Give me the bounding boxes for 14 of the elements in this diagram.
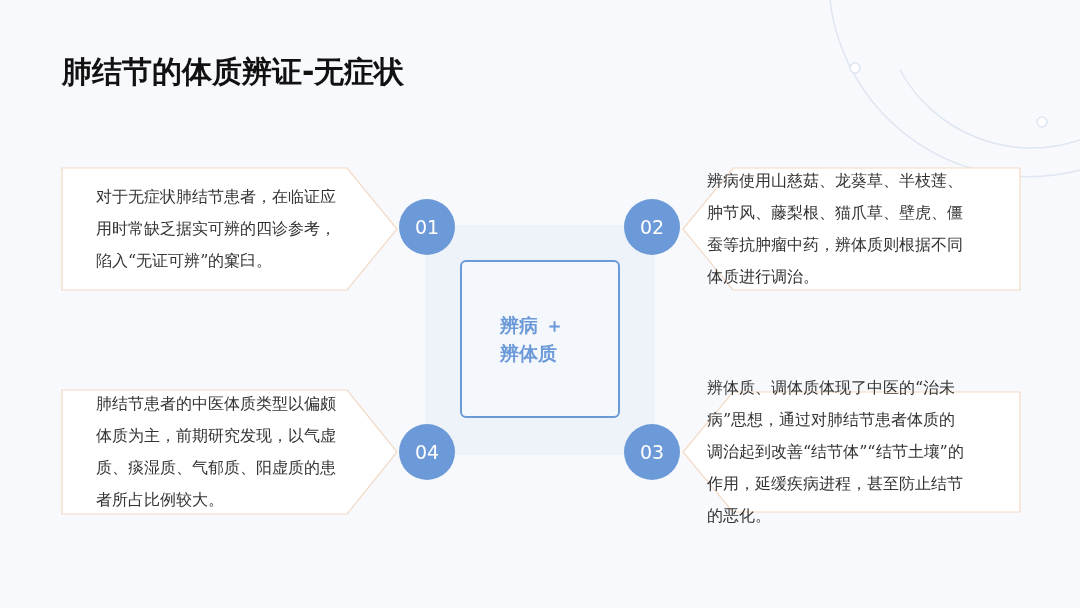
description-text: 辨体质、调体质体现了中医的“治未病”思想，通过对肺结节患者体质的调治起到改善“结节体”“结节土壤”的作用，延缓疾病进程，甚至防止结节的恶化。 — [707, 377, 965, 527]
number-circle: 01 — [399, 199, 455, 255]
description-text: 肺结节患者的中医体质类型以偏颇体质为主，前期研究发现，以气虚质、痰湿质、气郁质、阳虚质的患者所占比例较大。 — [96, 393, 337, 511]
text-panel — [62, 168, 397, 290]
description-text: 辨病使用山慈菇、龙葵草、半枝莲、肿节风、藤梨根、猫爪草、壁虎、僵蚕等抗肿瘤中药，辨体质则根据不同体质进行调治。 — [707, 170, 964, 288]
number-circle: 02 — [624, 199, 680, 255]
description-text: 对于无症状肺结节患者，在临证应用时常缺乏据实可辨的四诊参考，陷入“无证可辨”的窠臼。 — [96, 186, 337, 272]
text-panel — [62, 390, 397, 514]
number-circle: 03 — [624, 424, 680, 480]
slide-title: 肺结节的体质辨证-无症状 — [62, 53, 405, 91]
text-panel — [683, 168, 1020, 290]
center-label: 辨病 ＋辨体质 — [500, 313, 565, 366]
number-circle: 04 — [399, 424, 455, 480]
center-box — [460, 260, 620, 418]
